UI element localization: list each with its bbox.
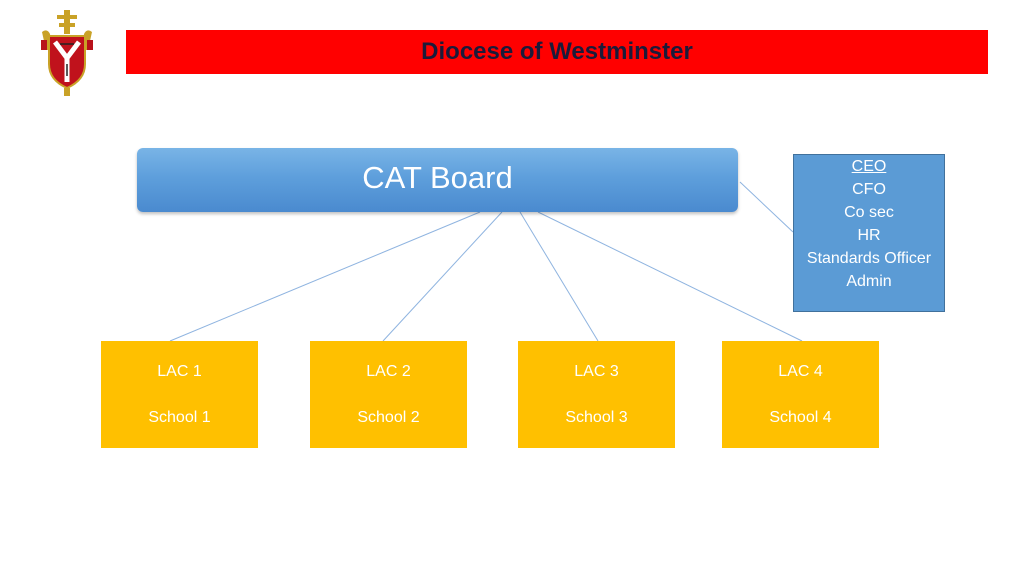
lac-label: LAC 4 [778,363,823,380]
connector-lac-4 [537,211,803,342]
diocese-crest-icon [41,10,93,96]
staff-item: CEO [851,158,887,175]
connector-lac-1 [169,211,481,342]
staff-item: HR [857,227,881,244]
lac-node-4: LAC 4 School 4 [722,341,879,448]
staff-item: CFO [852,181,886,198]
cat-board-label: CAT Board [362,160,513,195]
staff-item: Co sec [844,204,894,221]
connector-lac-2 [382,211,503,342]
staff-item: Admin [846,273,892,290]
lac-node-3: LAC 3 School 3 [518,341,675,448]
lac-node-2: LAC 2 School 2 [310,341,467,448]
cat-board-node: CAT Board [137,148,738,212]
staff-item: Standards Officer [806,250,932,267]
connector-staff [739,181,794,233]
lac-label: LAC 3 [574,363,619,380]
header-banner: Diocese of Westminster [126,30,988,74]
connector-lac-3 [519,211,599,342]
school-label: School 1 [148,409,211,426]
lac-label: LAC 2 [366,363,411,380]
school-label: School 4 [769,409,832,426]
school-label: School 2 [357,409,420,426]
lac-node-1: LAC 1 School 1 [101,341,258,448]
school-label: School 3 [565,409,628,426]
header-title: Diocese of Westminster [421,38,693,65]
lac-label: LAC 1 [157,363,202,380]
central-staff-box: CEO CFO Co sec HR Standards Officer Admi… [793,154,945,312]
